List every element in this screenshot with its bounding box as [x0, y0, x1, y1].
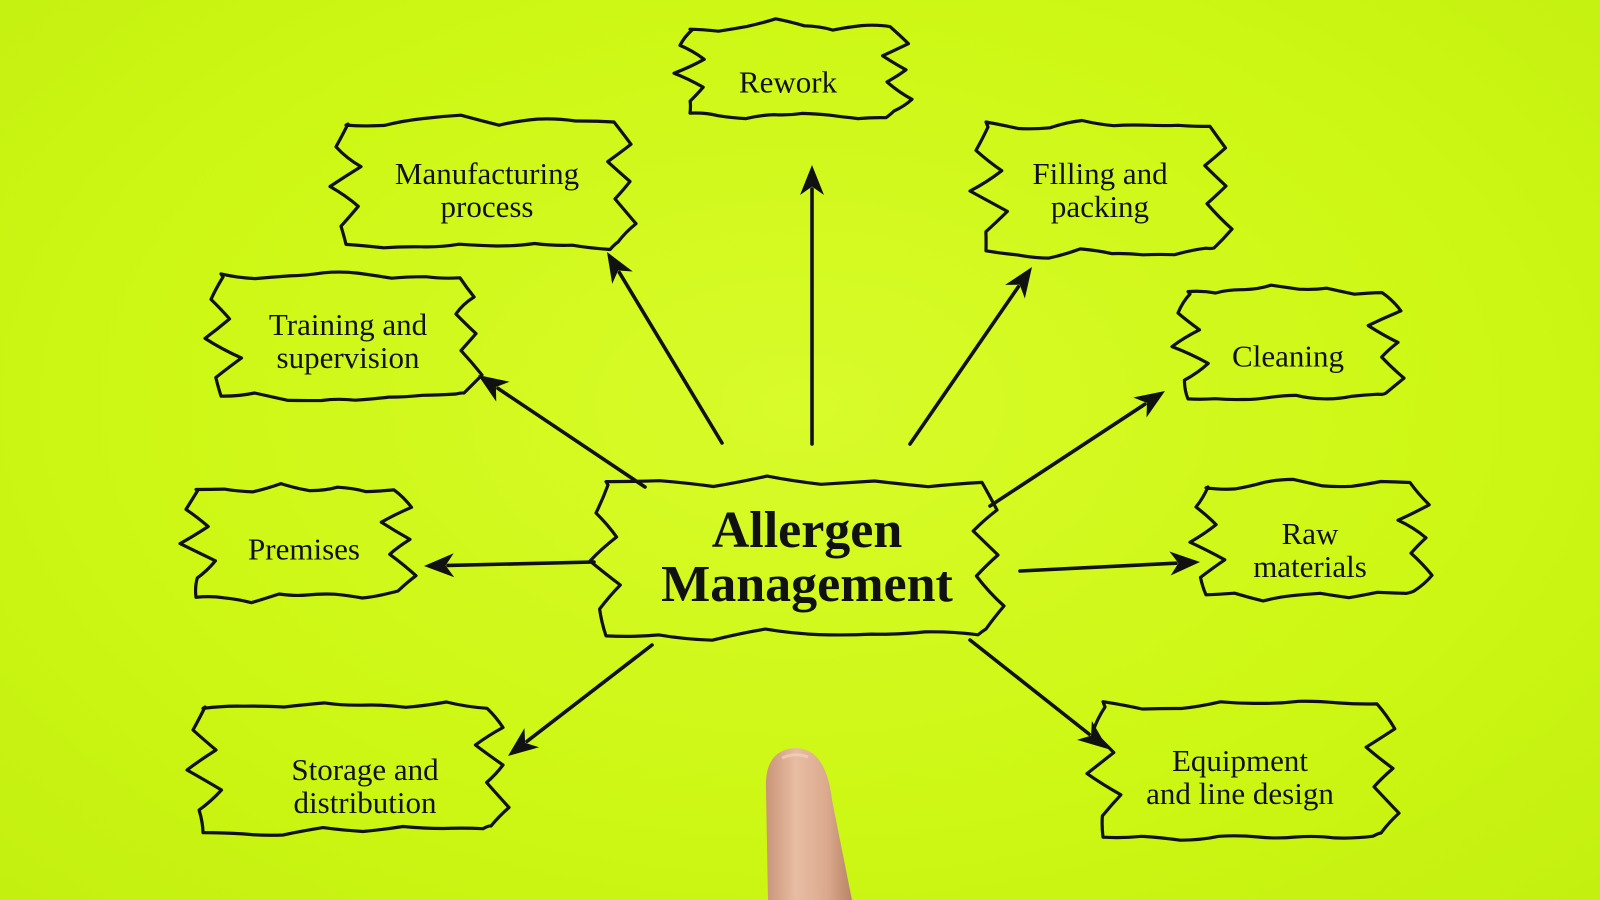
node-outline-cleaning	[1170, 283, 1406, 402]
node-label-rework: Rework	[738, 64, 838, 100]
node-label-raw-materials: Raw materials	[1253, 516, 1367, 584]
node-label-manufacturing-process: Manufacturing process	[394, 156, 580, 224]
node-label-storage-and-distribution: Storage and distribution	[291, 752, 439, 820]
arrow-to-equipment	[968, 638, 1108, 749]
node-label-cleaning: Cleaning	[1232, 338, 1344, 374]
arrow-to-training	[478, 375, 647, 489]
arrows-layer	[424, 165, 1200, 756]
nodes-layer	[178, 17, 1434, 842]
node-label-training-and-supervision: Training and supervision	[268, 307, 428, 375]
center-node-label: Allergen Management	[661, 502, 953, 613]
node-label-premises: Premises	[248, 531, 360, 567]
arrow-to-premises	[424, 553, 596, 578]
node-outline-storage	[185, 700, 511, 837]
node-outline-premises	[178, 482, 418, 605]
node-outline-equipment	[1085, 699, 1401, 842]
node-outline-center	[588, 474, 1006, 642]
arrow-to-cleaning	[988, 391, 1165, 508]
arrow-to-rework	[800, 165, 824, 446]
node-outline-rework	[672, 17, 914, 121]
node-label-equipment-and-line-design: Equipment and line design	[1146, 743, 1334, 811]
node-label-filling-and-packing: Filling and packing	[1032, 156, 1168, 224]
arrow-to-filling	[908, 267, 1032, 446]
arrow-to-manufacturing	[607, 252, 724, 445]
node-outline-filling	[968, 118, 1234, 260]
arrow-to-storage	[508, 643, 654, 756]
arrow-to-raw	[1018, 551, 1200, 576]
node-outline-manufacturing	[328, 113, 638, 252]
node-outline-training	[203, 270, 484, 403]
node-outline-raw	[1188, 477, 1434, 603]
